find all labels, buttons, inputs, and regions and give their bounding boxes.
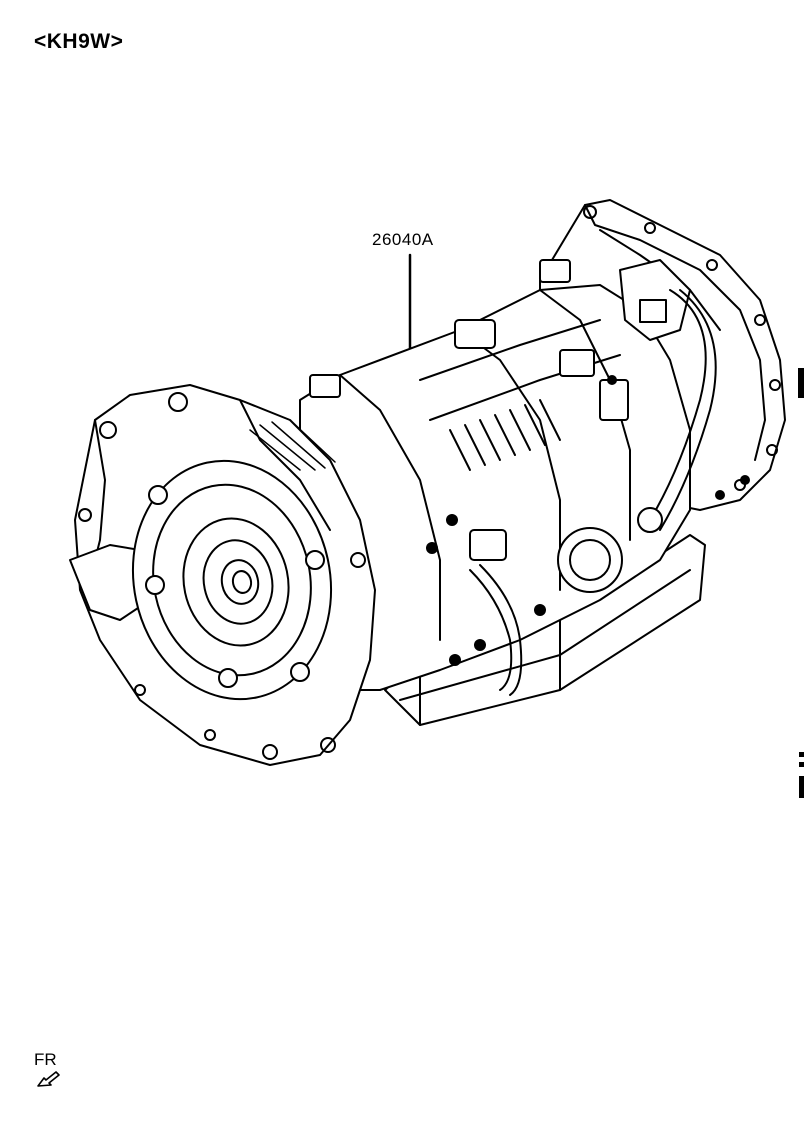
front-direction-arrow-icon: [37, 1071, 60, 1087]
torque-converter: [131, 459, 333, 701]
fasteners: [426, 375, 750, 666]
valve-connectors: [469, 259, 717, 696]
edge-mark-bottom: [799, 776, 804, 798]
edge-mark-middle: [799, 752, 804, 757]
part-number-label: 26040A: [372, 230, 434, 249]
bell-flange-detail: [249, 419, 336, 471]
model-code: <KH9W>: [34, 30, 124, 53]
front-orientation-label: FR: [34, 1050, 57, 1069]
edge-mark-top: [798, 368, 804, 398]
edge-mark-middle-2: [799, 762, 804, 767]
